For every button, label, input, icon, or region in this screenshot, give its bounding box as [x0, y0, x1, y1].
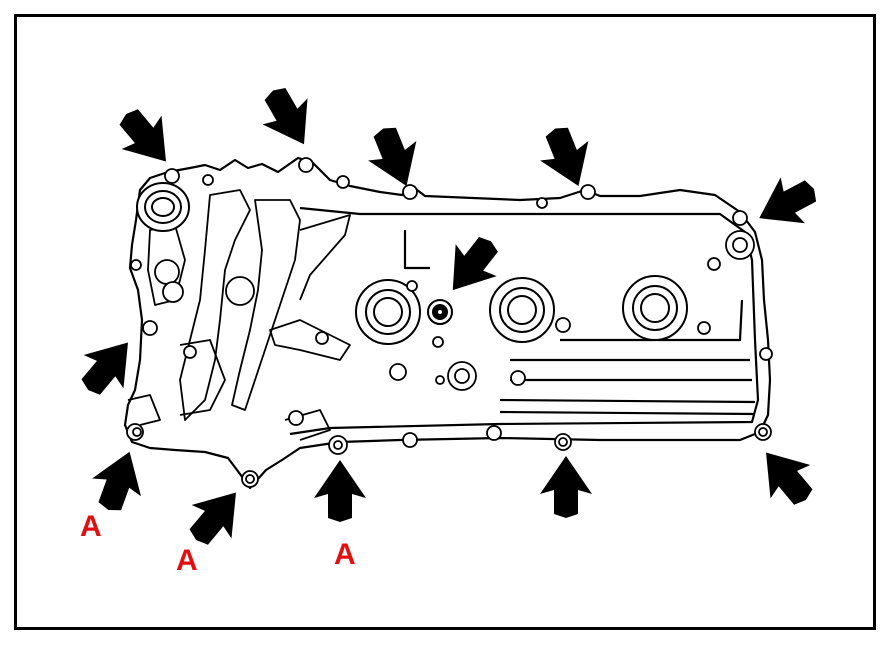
callout-a-left: A [80, 510, 102, 543]
arrow-8 [83, 442, 155, 519]
arrow-10 [314, 460, 366, 522]
plug-well-3 [622, 275, 688, 341]
arrow-7 [68, 325, 148, 407]
left-webbing [127, 189, 351, 441]
arrow-11 [540, 456, 592, 518]
arrow-4 [531, 118, 603, 196]
plug-well-1 [355, 279, 421, 345]
arrow-12 [746, 435, 826, 517]
arrow-1 [106, 97, 186, 179]
plug-well-2 [489, 277, 555, 343]
cover-inner-rim [289, 206, 760, 436]
cover-rail-lower [499, 358, 756, 416]
callout-a-middle: A [176, 544, 198, 577]
spark-plug-wells [355, 275, 688, 345]
oil-filler-neck [136, 182, 190, 232]
cover-bosses [126, 157, 773, 488]
arrow-5 [747, 166, 827, 242]
center-bolt [427, 299, 453, 325]
callout-a-right: A [334, 538, 356, 571]
arrow-2 [250, 77, 327, 158]
arrow-3 [359, 118, 431, 196]
cover-rail-mid [403, 230, 744, 342]
